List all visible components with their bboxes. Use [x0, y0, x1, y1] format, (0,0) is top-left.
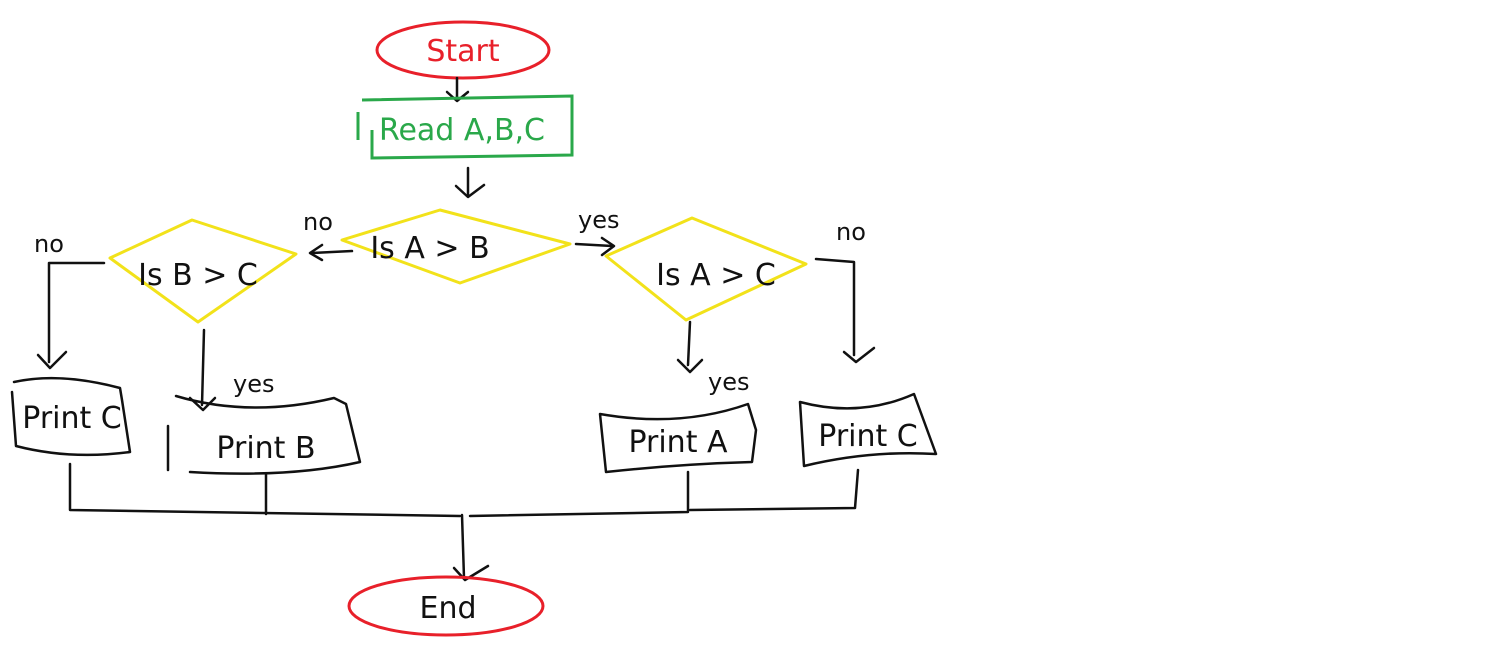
output-c-right-shape — [798, 392, 938, 468]
output-c-left-shape — [10, 376, 132, 457]
decision-right: Is A > C — [604, 216, 808, 322]
output-a-label: Print A — [628, 425, 728, 460]
output-c-right: Print C — [798, 392, 938, 468]
decision-main-label: Is A > B — [370, 231, 489, 266]
input-shape — [356, 94, 574, 160]
arrow-right-yes: yes — [676, 320, 749, 396]
end-label: End — [419, 591, 476, 626]
label-right-yes: yes — [708, 368, 749, 396]
output-b-shape — [166, 394, 362, 475]
decision-left: Is B > C — [108, 218, 298, 324]
decision-left-label: Is B > C — [138, 258, 258, 293]
output-a-shape — [598, 402, 758, 474]
label-main-no: no — [303, 208, 333, 236]
label-left-yes: yes — [233, 370, 274, 398]
merge-lines — [68, 462, 860, 582]
arrow-right-no: no — [814, 218, 876, 364]
arrow-start-to-input — [445, 76, 470, 103]
start-ellipse — [375, 20, 551, 80]
start-label: Start — [426, 34, 500, 69]
decision-left-diamond — [108, 218, 298, 324]
output-a: Print A — [598, 402, 758, 474]
output-c-left-label: Print C — [22, 401, 122, 436]
start-terminal: Start — [375, 20, 551, 80]
label-right-no: no — [836, 218, 866, 246]
output-c-left: Print C — [10, 376, 132, 457]
output-c-right-label: Print C — [818, 419, 918, 454]
arrow-main-yes: yes — [574, 206, 619, 257]
label-left-no: no — [34, 230, 64, 258]
arrow-main-no: no — [303, 208, 354, 262]
decision-main-diamond — [340, 208, 572, 285]
arrow-left-no: no — [34, 230, 106, 370]
end-ellipse — [347, 575, 545, 637]
decision-right-label: Is A > C — [656, 258, 776, 293]
decision-right-diamond — [604, 216, 808, 322]
arrow-input-to-decision — [454, 166, 486, 199]
input-label: Read A,B,C — [379, 113, 545, 148]
output-b-label: Print B — [216, 431, 315, 466]
end-terminal: End — [347, 575, 545, 637]
decision-main: Is A > B — [340, 208, 572, 285]
output-b: Print B — [166, 394, 362, 475]
arrow-left-yes: yes — [188, 328, 274, 412]
input-box: Read A,B,C — [356, 94, 574, 160]
label-main-yes: yes — [578, 206, 619, 234]
